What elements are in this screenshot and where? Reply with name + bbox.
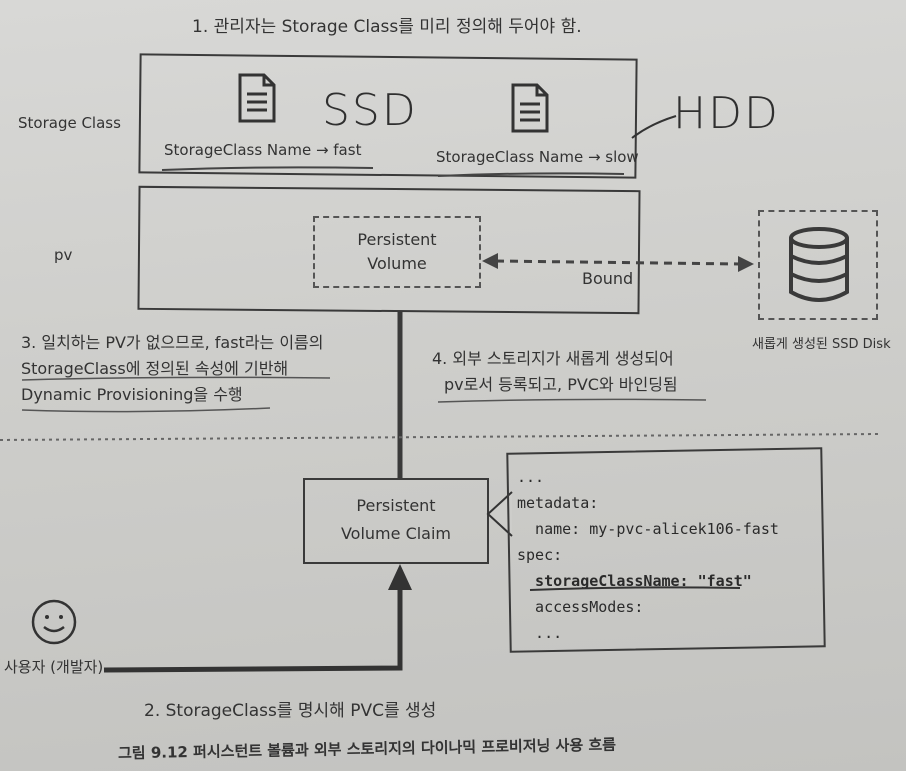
ssd-disk-caption: 새롭게 생성된 SSD Disk bbox=[752, 337, 891, 352]
row-label-storage-class: Storage Class bbox=[18, 114, 121, 132]
step4-line1: 4. 외부 스토리지가 새롭게 생성되어 bbox=[432, 349, 674, 368]
step4-line2: pv로서 등록되고, PVC와 바인딩됨 bbox=[444, 375, 678, 394]
handwritten-dash bbox=[631, 115, 677, 139]
pvc-line2: Volume Claim bbox=[340, 524, 452, 543]
persistent-volume-line2: Volume bbox=[367, 254, 427, 273]
user-caption: 사용자 (개발자) bbox=[4, 658, 104, 676]
section-divider bbox=[0, 433, 881, 441]
figure-caption: 그림 9.12 퍼시스턴트 볼륨과 외부 스토리지의 다이나믹 프로비저닝 사용… bbox=[117, 735, 617, 763]
yaml-line: name: my-pvc-alicek106-fast bbox=[517, 520, 779, 538]
pencil-underlines bbox=[161, 166, 625, 177]
yaml-underline bbox=[529, 586, 741, 591]
document-icon bbox=[511, 83, 549, 133]
storage-class-slow-label: StorageClass Name → slow bbox=[436, 148, 639, 166]
yaml-line: metadata: bbox=[517, 494, 599, 512]
top-note: 1. 관리자는 Storage Class를 미리 정의해 두어야 함. bbox=[192, 17, 582, 37]
yaml-line: ... bbox=[517, 468, 545, 486]
yaml-line: accessModes: bbox=[517, 598, 644, 616]
user-to-pvc-arrow bbox=[103, 564, 412, 673]
yaml-line-storage-class: storageClassName: "fast" bbox=[517, 572, 752, 590]
step3-underlines bbox=[21, 376, 331, 413]
pvc-label: Persistent Volume Claim bbox=[303, 492, 489, 548]
yaml-code: ... metadata: name: my-pvc-alicek106-fas… bbox=[517, 464, 779, 646]
database-icon bbox=[789, 227, 849, 302]
step4-underline bbox=[437, 398, 707, 403]
pvc-line1: Persistent bbox=[356, 496, 436, 515]
step3-note: 3. 일치하는 PV가 없으므로, fast라는 이름의 StorageClas… bbox=[21, 330, 324, 408]
step4-note: 4. 외부 스토리지가 새롭게 생성되어 pv로서 등록되고, PVC와 바인딩… bbox=[432, 346, 678, 398]
bound-arrow bbox=[482, 253, 754, 272]
step2-note: 2. StorageClass를 명시해 PVC를 생성 bbox=[144, 701, 437, 721]
yaml-line: ... bbox=[517, 624, 563, 642]
step3-line1: 3. 일치하는 PV가 없으므로, fast라는 이름의 bbox=[21, 333, 324, 352]
storage-class-fast-label: StorageClass Name → fast bbox=[164, 141, 362, 159]
pvc-box bbox=[303, 478, 489, 564]
document-icon bbox=[238, 73, 276, 123]
persistent-volume-label: Persistent Volume bbox=[313, 228, 481, 276]
smiley-user-icon bbox=[31, 599, 77, 645]
pv-to-pvc-line bbox=[397, 312, 403, 480]
step3-line2: StorageClass에 정의된 속성에 기반해 bbox=[21, 359, 289, 378]
persistent-volume-box bbox=[313, 216, 481, 288]
yaml-line: spec: bbox=[517, 546, 563, 564]
ssd-disk-box bbox=[758, 210, 878, 320]
handwritten-ssd: SSD bbox=[322, 85, 418, 136]
step3-line3: Dynamic Provisioning을 수행 bbox=[21, 385, 243, 404]
persistent-volume-line1: Persistent bbox=[357, 230, 437, 249]
row-label-pv: pv bbox=[54, 246, 73, 264]
handwritten-hdd: HDD bbox=[673, 88, 780, 139]
callout-pointer bbox=[486, 491, 513, 537]
bound-label: Bound bbox=[582, 269, 634, 288]
